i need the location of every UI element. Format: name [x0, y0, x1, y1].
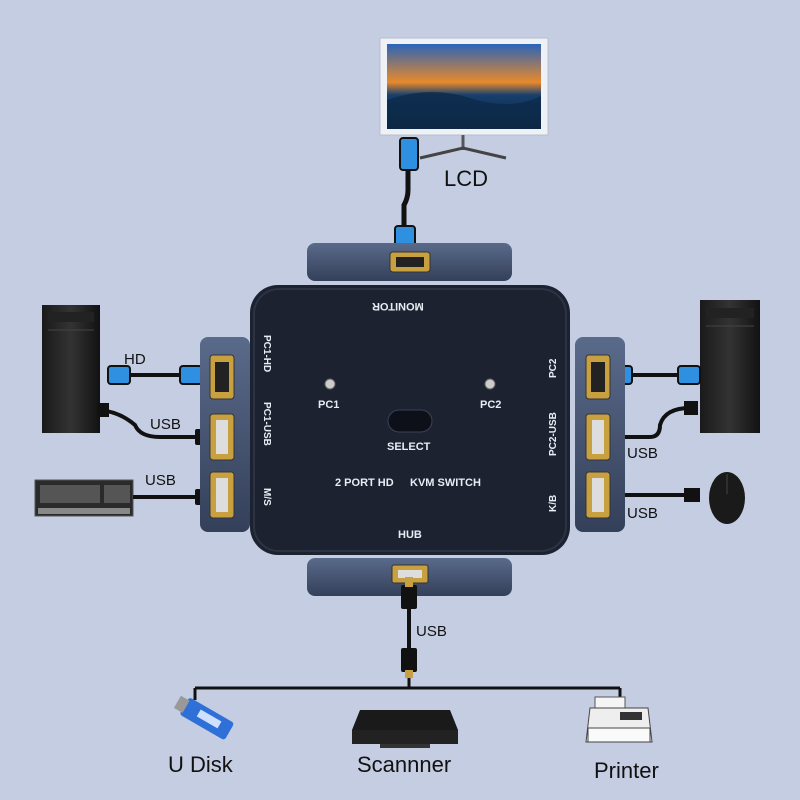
right-pc-tower: [700, 300, 760, 433]
hub-port-label: HUB: [398, 529, 422, 541]
pc2-led-label: PC2: [480, 399, 502, 411]
lcd-monitor: [379, 37, 549, 160]
u-disk-label: U Disk: [168, 752, 233, 777]
select-button[interactable]: [387, 409, 433, 433]
hub-cable: [193, 577, 622, 700]
pc1-led-label: PC1: [318, 399, 340, 411]
pc2-led: [484, 378, 496, 390]
pc1-led: [324, 378, 336, 390]
printer-label: Printer: [594, 758, 659, 783]
left-port-label-3: M/S: [261, 488, 272, 506]
mouse: [709, 472, 745, 524]
right-port-label-1: PC2: [548, 358, 559, 378]
u-disk: [173, 695, 234, 740]
select-label: SELECT: [387, 441, 431, 453]
right-port-label-3: K/B: [548, 494, 559, 512]
printer: [585, 696, 653, 743]
monitor-port-label: MONITOR: [372, 300, 424, 312]
left-port-label-2: PC1-USB: [261, 402, 272, 446]
usb-keyboard-label: USB: [145, 472, 176, 489]
kvm-switch-body: [250, 285, 570, 555]
usb-right-pc-label: USB: [627, 445, 658, 462]
left-port-label-1: PC1-HD: [261, 335, 272, 373]
lcd-label: LCD: [444, 166, 489, 191]
right-port-panel: [575, 337, 625, 532]
right-cables: [620, 373, 691, 497]
model-right-label: KVM SWITCH: [410, 477, 481, 489]
hd-cable-label: HD: [124, 351, 146, 368]
left-cables: [99, 373, 200, 499]
model-left-label: 2 PORT HD: [335, 477, 394, 489]
scanner-label: Scannner: [357, 752, 452, 777]
left-port-panel: [200, 337, 250, 532]
usb-left-pc-label: USB: [150, 416, 181, 433]
right-port-label-2: PC2-USB: [548, 412, 559, 456]
keyboard: [34, 479, 134, 517]
scanner: [352, 710, 458, 748]
monitor-port-panel: [307, 243, 512, 281]
left-pc-tower: [42, 305, 100, 433]
usb-mouse-label: USB: [627, 505, 658, 522]
usb-hub-label: USB: [416, 623, 447, 640]
hdmi-cable-monitor: [394, 137, 419, 249]
